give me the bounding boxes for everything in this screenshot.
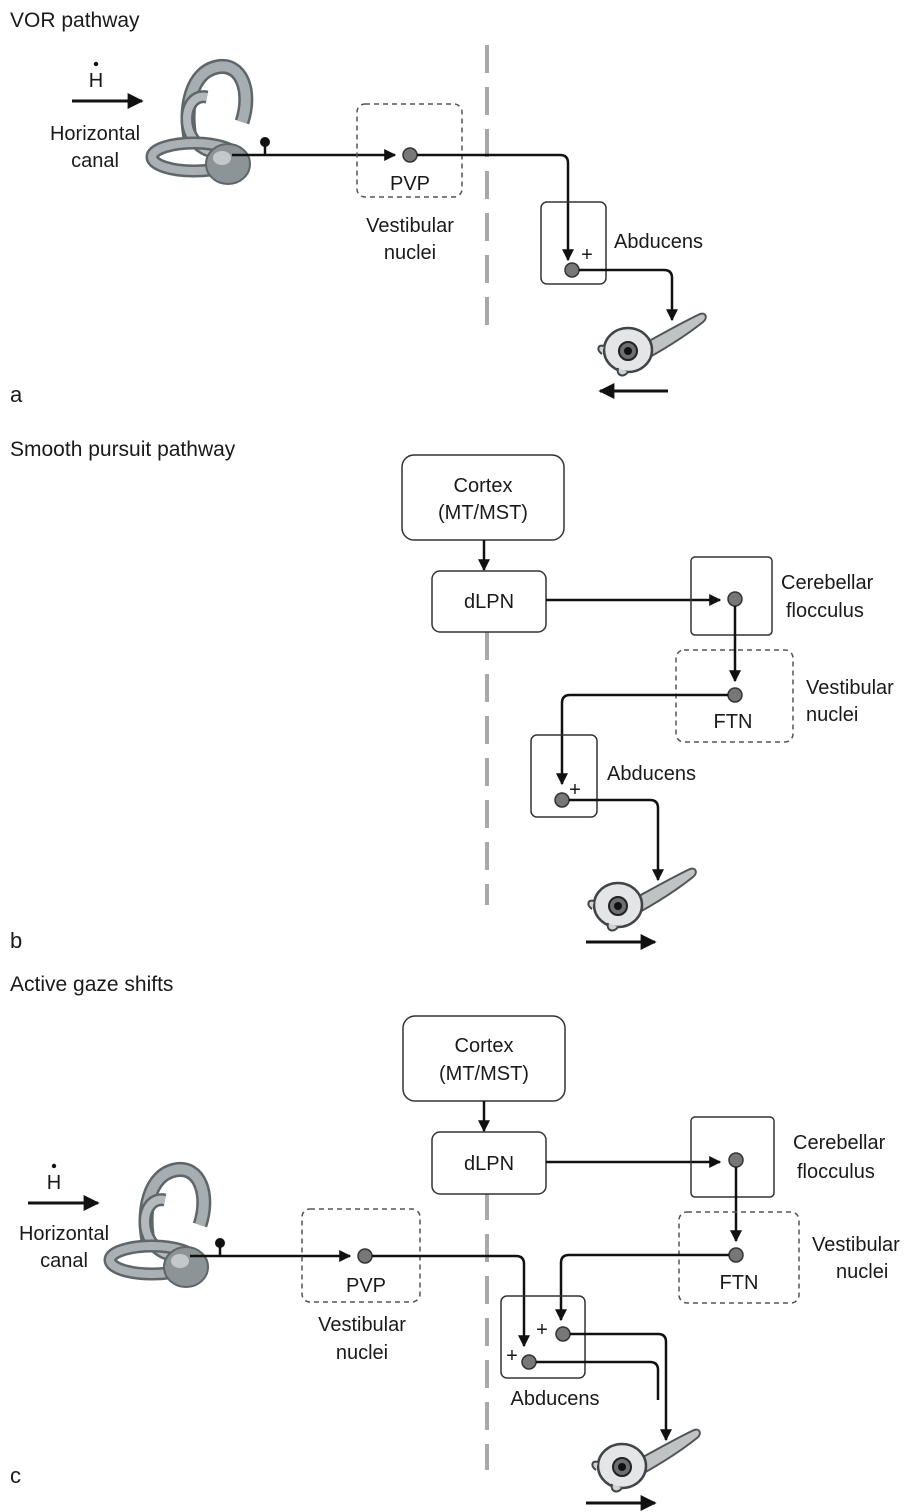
panel-b: Smooth pursuit pathway Cortex (MT/MST) d… bbox=[10, 438, 894, 953]
head-velocity-dot bbox=[93, 61, 99, 67]
abducens-neuron-upper bbox=[555, 1326, 571, 1342]
flocculus-neuron bbox=[727, 591, 743, 607]
dlpn-label: dLPN bbox=[464, 591, 514, 613]
panel-c-letter: c bbox=[10, 1463, 21, 1488]
pvp-to-abducens-arrow bbox=[417, 153, 574, 262]
flocculus-label-line1: Cerebellar bbox=[793, 1132, 886, 1154]
canal-label-line2: canal bbox=[40, 1250, 88, 1272]
panel-a-title: VOR pathway bbox=[10, 9, 140, 32]
panel-c-title: Active gaze shifts bbox=[10, 973, 173, 996]
abducens-box bbox=[530, 734, 598, 818]
ftn-label: FTN bbox=[714, 711, 753, 733]
cortex-label-line1: Cortex bbox=[454, 475, 513, 497]
excitatory-plus: + bbox=[569, 779, 581, 801]
abducens-lower-to-eye-line bbox=[536, 1360, 660, 1400]
abducens-to-eye-arrow bbox=[579, 268, 678, 322]
ftn-to-abducens-arrow bbox=[555, 1253, 729, 1322]
vestibular-nuclei-left-label-line1: Vestibular bbox=[318, 1314, 406, 1336]
dlpn-label: dLPN bbox=[464, 1153, 514, 1175]
flocculus-label-line1: Cerebellar bbox=[781, 572, 874, 594]
panel-b-letter: b bbox=[10, 928, 22, 953]
vestibular-nuclei-label-line2: nuclei bbox=[806, 704, 858, 726]
abducens-to-eye-arrow bbox=[569, 798, 664, 882]
cortex-label-line2: (MT/MST) bbox=[438, 502, 528, 524]
vestibular-nuclei-left-label-line2: nuclei bbox=[336, 1342, 388, 1364]
vestibular-nuclei-label-line1: Vestibular bbox=[806, 677, 894, 699]
vestibular-nuclei-right-label-line2: nuclei bbox=[836, 1261, 888, 1283]
vestibular-nuclei-label-line1: Vestibular bbox=[366, 215, 454, 237]
pvp-neuron bbox=[357, 1248, 373, 1264]
panel-b-title: Smooth pursuit pathway bbox=[10, 438, 236, 461]
canal-label-line1: Horizontal bbox=[50, 123, 140, 145]
ftn-to-abducens-arrow bbox=[556, 693, 728, 786]
abducens-label: Abducens bbox=[511, 1388, 600, 1410]
eye-icon bbox=[591, 1428, 702, 1493]
dlpn-box bbox=[431, 570, 547, 633]
ftn-neuron bbox=[727, 687, 743, 703]
panel-a-letter: a bbox=[10, 382, 23, 407]
eye-icon bbox=[587, 867, 698, 932]
pvp-label: PVP bbox=[346, 1275, 386, 1297]
cortex-box bbox=[402, 1015, 566, 1102]
flocculus-label-line2: flocculus bbox=[797, 1161, 875, 1183]
flocculus-box bbox=[690, 556, 773, 636]
semicircular-canal-icon bbox=[110, 1169, 208, 1287]
head-velocity-dot bbox=[51, 1163, 57, 1169]
afferent-terminal-dot bbox=[215, 1238, 225, 1248]
abducens-neuron-lower bbox=[521, 1354, 537, 1370]
cortex-label-line1: Cortex bbox=[455, 1035, 514, 1057]
flocculus-label-line2: flocculus bbox=[786, 600, 864, 622]
semicircular-canal-icon bbox=[152, 66, 250, 184]
flocculus-neuron bbox=[728, 1152, 744, 1168]
cortex-box bbox=[401, 454, 565, 541]
head-velocity-symbol: H bbox=[47, 1172, 61, 1194]
abducens-label: Abducens bbox=[607, 763, 696, 785]
abducens-neuron bbox=[564, 262, 580, 278]
excitatory-plus-lower: + bbox=[506, 1345, 518, 1367]
pvp-box bbox=[356, 103, 463, 198]
head-velocity-symbol: H bbox=[89, 70, 103, 92]
flocculus-box bbox=[690, 1116, 775, 1198]
canal-label-line1: Horizontal bbox=[19, 1223, 109, 1245]
panel-c: Active gaze shifts Cortex (MT/MST) dLPN … bbox=[10, 973, 900, 1511]
vestibular-nuclei-right-label-line1: Vestibular bbox=[812, 1234, 900, 1256]
excitatory-plus-upper: + bbox=[536, 1319, 548, 1341]
pvp-neuron bbox=[402, 147, 418, 163]
abducens-box bbox=[540, 201, 607, 285]
ftn-box bbox=[678, 1211, 800, 1304]
vestibular-nuclei-label-line2: nuclei bbox=[384, 242, 436, 264]
afferent-terminal-dot bbox=[260, 137, 270, 147]
ftn-label: FTN bbox=[720, 1272, 759, 1294]
cortex-label-line2: (MT/MST) bbox=[439, 1063, 529, 1085]
eye-icon bbox=[597, 312, 708, 377]
canal-label-line2: canal bbox=[71, 150, 119, 172]
abducens-upper-to-eye-arrow bbox=[570, 1332, 672, 1442]
panel-a: VOR pathway H Horizontal canal PVP Vesti… bbox=[10, 9, 708, 407]
ftn-neuron bbox=[728, 1247, 744, 1263]
abducens-box bbox=[500, 1295, 586, 1379]
pvp-to-abducens-arrow bbox=[372, 1254, 530, 1348]
abducens-label: Abducens bbox=[614, 231, 703, 253]
abducens-neuron bbox=[554, 792, 570, 808]
excitatory-plus: + bbox=[581, 244, 593, 266]
pvp-label: PVP bbox=[390, 173, 430, 195]
pvp-box bbox=[301, 1208, 421, 1303]
